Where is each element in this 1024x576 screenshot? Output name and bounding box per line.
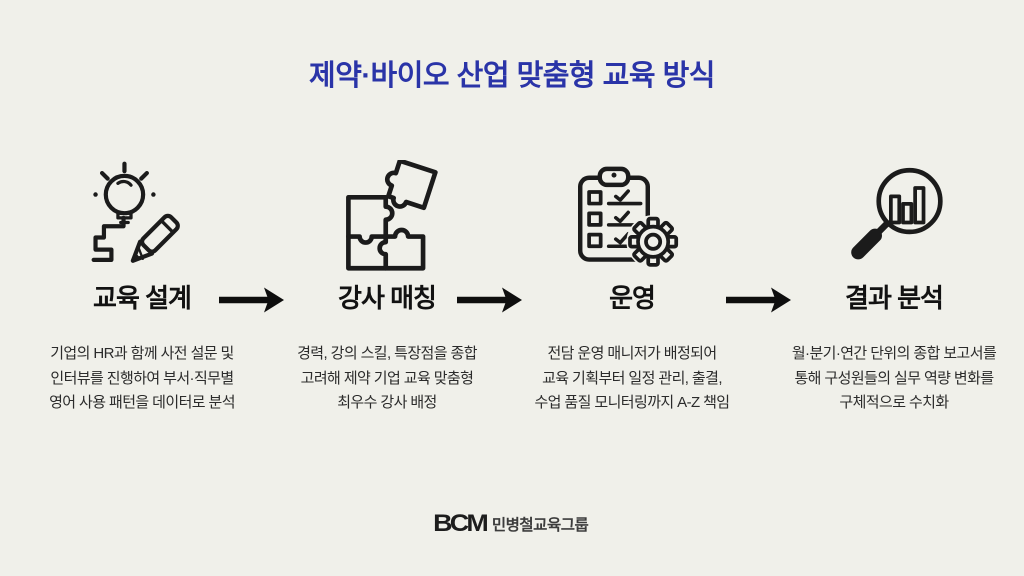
desc-line: 통해 구성원들의 실무 역량 변화를: [794, 369, 994, 387]
bcm-logo-icon: BCM: [432, 510, 489, 537]
desc-line: 최우수 강사 배정: [337, 394, 437, 411]
desc-line: 경력, 강의 스킬, 특장점을 종합: [297, 345, 477, 362]
step-result-analysis: 결과 분석 월·분기·연간 단위의 종합 보고서를 통해 구성원들의 실무 역량…: [774, 157, 1014, 416]
desc-line: 고려해 제약 기업 교육 맞춤형: [300, 369, 474, 387]
step-operation: 운영 전담 운영 매니저가 배정되어 교육 기획부터 일정 관리, 출결, 수업…: [512, 157, 752, 416]
arrow-right-icon: [219, 287, 284, 313]
desc-line: 구체적으로 수치화: [839, 394, 949, 411]
arrow-right-icon: [457, 287, 522, 313]
step-title: 강사 매칭: [338, 283, 437, 313]
desc-line: 영어 사용 패턴을 데이터로 분석: [49, 394, 235, 411]
company-name: 민병철교육그룹: [491, 517, 589, 534]
step-title: 운영: [609, 283, 656, 313]
footer-logo: BCM 민병철교육그룹: [0, 512, 1024, 536]
step-description: 전담 운영 매니저가 배정되어 교육 기획부터 일정 관리, 출결, 수업 품질…: [512, 342, 752, 416]
desc-line: 전담 운영 매니저가 배정되어: [547, 345, 717, 362]
desc-line: 인터뷰를 진행하여 부서·직무별: [50, 369, 234, 387]
step-instructor-matching: 강사 매칭 경력, 강의 스킬, 특장점을 종합 고려해 제약 기업 교육 맞춤…: [267, 157, 507, 416]
desc-line: 월·분기·연간 단위의 종합 보고서를: [791, 345, 997, 362]
desc-line: 기업의 HR과 함께 사전 설문 및: [50, 345, 234, 362]
step-description: 월·분기·연간 단위의 종합 보고서를 통해 구성원들의 실무 역량 변화를 구…: [774, 342, 1014, 416]
arrow-right-icon: [726, 287, 791, 313]
step-title: 결과 분석: [845, 283, 944, 313]
lightbulb-pencil-icon: [22, 157, 262, 272]
magnifier-bar-chart-icon: [774, 157, 1014, 272]
puzzle-icon: [267, 157, 507, 272]
desc-line: 교육 기획부터 일정 관리, 출결,: [542, 369, 722, 387]
step-description: 기업의 HR과 함께 사전 설문 및 인터뷰를 진행하여 부서·직무별 영어 사…: [22, 342, 262, 416]
page-title: 제약·바이오 산업 맞춤형 교육 방식: [309, 60, 715, 92]
step-title: 교육 설계: [93, 283, 192, 313]
desc-line: 수업 품질 모니터링까지 A-Z 책임: [534, 394, 730, 411]
step-education-design: 교육 설계 기업의 HR과 함께 사전 설문 및 인터뷰를 진행하여 부서·직무…: [22, 157, 262, 416]
clipboard-checklist-gear-icon: [512, 157, 752, 272]
step-description: 경력, 강의 스킬, 특장점을 종합 고려해 제약 기업 교육 맞춤형 최우수 …: [267, 342, 507, 416]
